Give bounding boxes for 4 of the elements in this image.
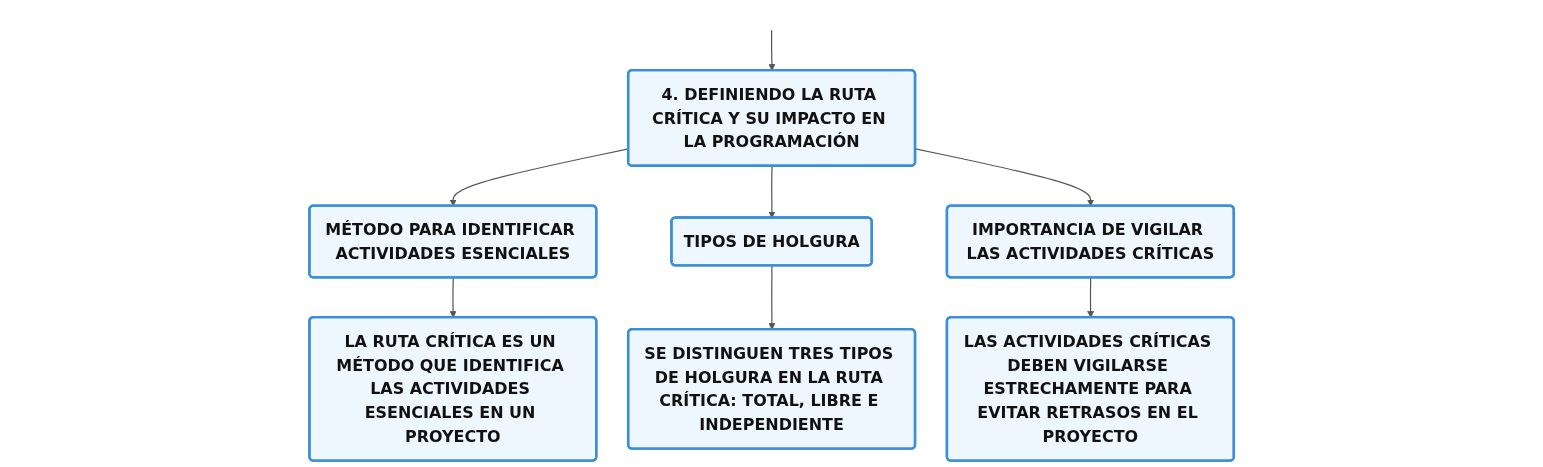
- arrow: [768, 265, 776, 330]
- arrow: [449, 277, 457, 318]
- arrow: [1087, 277, 1095, 318]
- arrow: [768, 29, 776, 71]
